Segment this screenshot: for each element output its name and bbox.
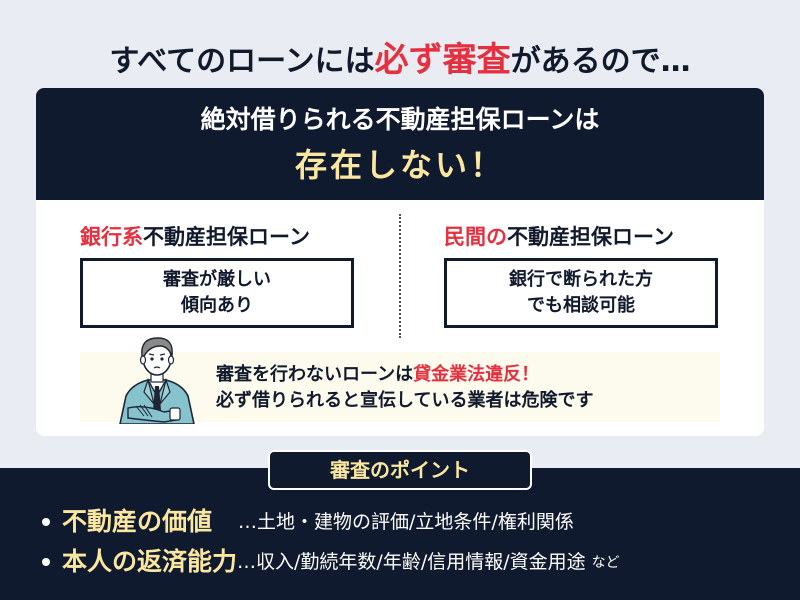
headline-accent: 必ず審査 [374, 40, 511, 80]
worried-businessman-icon [119, 337, 195, 424]
private-loan-box-line2: でも相談可能 [527, 295, 635, 316]
review-points-footer [0, 468, 800, 600]
private-loan-box: 銀行で断られた方 でも相談可能 [444, 258, 718, 328]
private-loan-title-rest: 不動産担保ローン [507, 225, 674, 249]
review-point-desc: …収入/勤続年数/年齢/信用情報/資金用途 [237, 551, 586, 573]
review-point-key: 不動産の価値 [62, 507, 213, 536]
warning-line1-before: 審査を行わないローンは [216, 364, 414, 385]
card-header-line1: 絶対借りられる不動産担保ローンは [200, 105, 600, 134]
bank-loan-box-line1: 審査が厳しい [163, 269, 271, 290]
review-point-suffix: など [591, 555, 620, 571]
main-card: 絶対借りられる不動産担保ローンは 存在しない！ 銀行系不動産担保ローン 審査が厳… [36, 88, 764, 436]
warning-line2: 必ず借りられると宣伝している業者は危険です [216, 390, 594, 411]
headline-before: すべてのローンには [109, 44, 375, 79]
bank-loan-box-line2: 傾向あり [181, 295, 253, 316]
headline-after: があるので… [510, 44, 691, 79]
card-header-line2: 存在しない！ [294, 146, 505, 184]
private-loan-title-accent: 民間の [444, 225, 507, 249]
private-loan-box-line1: 銀行で断られた方 [509, 269, 653, 290]
headline: すべてのローンには必ず審査があるので… [0, 36, 800, 84]
bullet-icon [42, 558, 50, 566]
review-point-property-value: 不動産の価値 …土地・建物の評価/立地条件/権利関係 [42, 504, 574, 540]
review-point-key: 本人の返済能力 [62, 547, 238, 576]
warning-line1-accent: 貸金業法違反！ [413, 364, 540, 385]
bank-loan-title: 銀行系不動産担保ローン [80, 222, 310, 252]
column-divider [399, 214, 401, 338]
review-points-badge: 審査のポイント [268, 450, 532, 490]
warning-line1: 審査を行わないローンは貸金業法違反！ [216, 362, 736, 388]
bank-loan-title-rest: 不動産担保ローン [143, 225, 310, 249]
card-header: 絶対借りられる不動産担保ローンは 存在しない！ [36, 88, 764, 200]
review-point-repayment-ability: 本人の返済能力 …収入/勤続年数/年齢/信用情報/資金用途 など [42, 544, 620, 580]
bullet-icon [42, 518, 50, 526]
warning-callout-text: 審査を行わないローンは貸金業法違反！ 必ず借りられると宣伝している業者は危険です [216, 362, 736, 414]
private-loan-title: 民間の不動産担保ローン [444, 222, 674, 252]
review-point-desc: …土地・建物の評価/立地条件/権利関係 [238, 511, 574, 533]
bank-loan-title-accent: 銀行系 [80, 225, 143, 249]
bank-loan-box: 審査が厳しい 傾向あり [80, 258, 354, 328]
